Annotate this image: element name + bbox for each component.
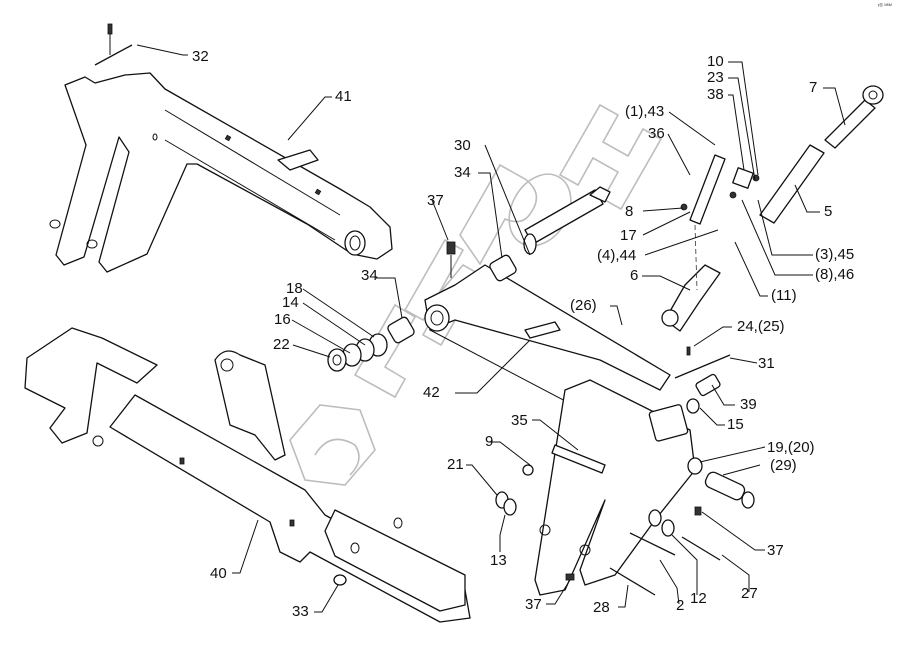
crossbar-35 <box>551 444 606 474</box>
middle-arm-bush <box>424 304 450 332</box>
top-link-end-7 <box>824 99 876 149</box>
part-label-39: 39 <box>740 396 757 413</box>
part-label-31: 31 <box>758 355 775 372</box>
part-label-37: 37 <box>767 542 784 559</box>
part-label-14: 14 <box>282 294 299 311</box>
side-bracket-plate <box>648 404 689 442</box>
part-label-8: 8 <box>625 203 634 220</box>
upper-arm-edge <box>164 109 341 216</box>
part-label-21: 21 <box>447 456 464 473</box>
part-label-10: 10 <box>707 53 724 70</box>
part-label-36: 36 <box>648 125 665 142</box>
part-label-32: 32 <box>192 48 209 65</box>
part-label-40: 40 <box>210 565 227 582</box>
pin-24 <box>686 346 691 356</box>
part-label-22: 22 <box>273 336 290 353</box>
upper-arm-bush <box>344 230 366 256</box>
part-label-27: 27 <box>741 585 758 602</box>
part-label-16: 16 <box>274 311 291 328</box>
watermark-letter-n <box>558 103 663 211</box>
part-label-41: 41 <box>335 88 352 105</box>
side-bracket <box>522 379 696 596</box>
part-label-17: 17 <box>620 227 637 244</box>
pin-32 <box>94 23 133 66</box>
part-label-37: 37 <box>427 192 444 209</box>
spring-39 <box>695 373 721 397</box>
part-label-5: 5 <box>824 203 833 220</box>
part-label-6: 6 <box>630 267 639 284</box>
nut-9 <box>522 464 534 476</box>
top-link-assembly <box>661 85 884 332</box>
part-label-34: 34 <box>454 164 471 181</box>
watermark-hex-inner <box>314 438 360 476</box>
part-label-13: 13 <box>490 552 507 569</box>
upper-arm-frame-41 <box>49 72 393 273</box>
pin-29 <box>704 471 746 501</box>
part-label-23: 23 <box>707 69 724 86</box>
part-label-2: 2 <box>676 597 685 614</box>
pin-30 <box>523 186 611 255</box>
bush-33 <box>333 574 347 586</box>
washer-15 <box>686 398 700 414</box>
pin-27 <box>681 536 721 561</box>
upper-arm-edge-2 <box>164 139 336 241</box>
turnbuckle-body-5 <box>759 144 825 224</box>
part-label-8-46: (8),46 <box>815 266 855 283</box>
upper-arm-plate <box>277 149 319 171</box>
bracket-36 <box>689 154 726 225</box>
clip-12 <box>661 519 675 537</box>
part-label-7: 7 <box>809 79 818 96</box>
leader-lines <box>136 44 846 613</box>
grease-nipple-37-top <box>446 241 456 278</box>
pin-31 <box>674 354 731 379</box>
middle-arm-plate <box>524 321 561 339</box>
part-label-12: 12 <box>690 590 707 607</box>
part-label-37: 37 <box>525 596 542 613</box>
part-label-30: 30 <box>454 137 471 154</box>
lower-main-beam-40 <box>24 327 471 623</box>
part-label-1-43: (1),43 <box>625 103 665 120</box>
part-label-26: (26) <box>570 297 597 314</box>
part-label-9: 9 <box>485 433 494 450</box>
grease-nipple-37-right <box>694 506 702 516</box>
small-parts-right <box>495 346 755 596</box>
part-label-15: 15 <box>727 416 744 433</box>
part-label-29: (29) <box>770 457 797 474</box>
part-label-33: 33 <box>292 603 309 620</box>
bushes-34 <box>387 254 517 344</box>
watermark-hex-logo <box>289 404 376 486</box>
part-label-11: (11) <box>771 287 797 304</box>
bolt-2 <box>629 532 676 556</box>
lower-beam-left-bracket <box>24 327 158 444</box>
pin-28 <box>609 567 656 596</box>
part-label-38: 38 <box>707 86 724 103</box>
part-label-34: 34 <box>361 267 378 284</box>
clip-12a <box>648 509 662 527</box>
clip-19 <box>687 457 703 475</box>
middle-link-arm-42 <box>424 264 671 436</box>
part-label-18: 18 <box>286 280 303 297</box>
washers-18-14-16-22 <box>327 333 388 372</box>
part-label-28: 28 <box>593 599 610 616</box>
part-label-35: 35 <box>511 412 528 429</box>
part-label-19-20: 19,(20) <box>767 439 815 456</box>
part-label-3-45: (3),45 <box>815 246 855 263</box>
corner-mark: r® ᴹᴹᴹ <box>877 3 892 9</box>
top-link-end-6 <box>664 264 721 332</box>
part-label-24-25: 24,(25) <box>737 318 785 335</box>
grease-nipple-37-bottom <box>565 573 575 581</box>
part-label-4-44: (4),44 <box>597 247 637 264</box>
part-label-42: 42 <box>423 384 440 401</box>
block-38 <box>732 167 754 189</box>
lower-beam-right-fork <box>324 509 466 612</box>
washer-13 <box>503 498 517 516</box>
lower-beam-upright <box>214 350 286 461</box>
watermark-letter-b <box>353 303 417 399</box>
